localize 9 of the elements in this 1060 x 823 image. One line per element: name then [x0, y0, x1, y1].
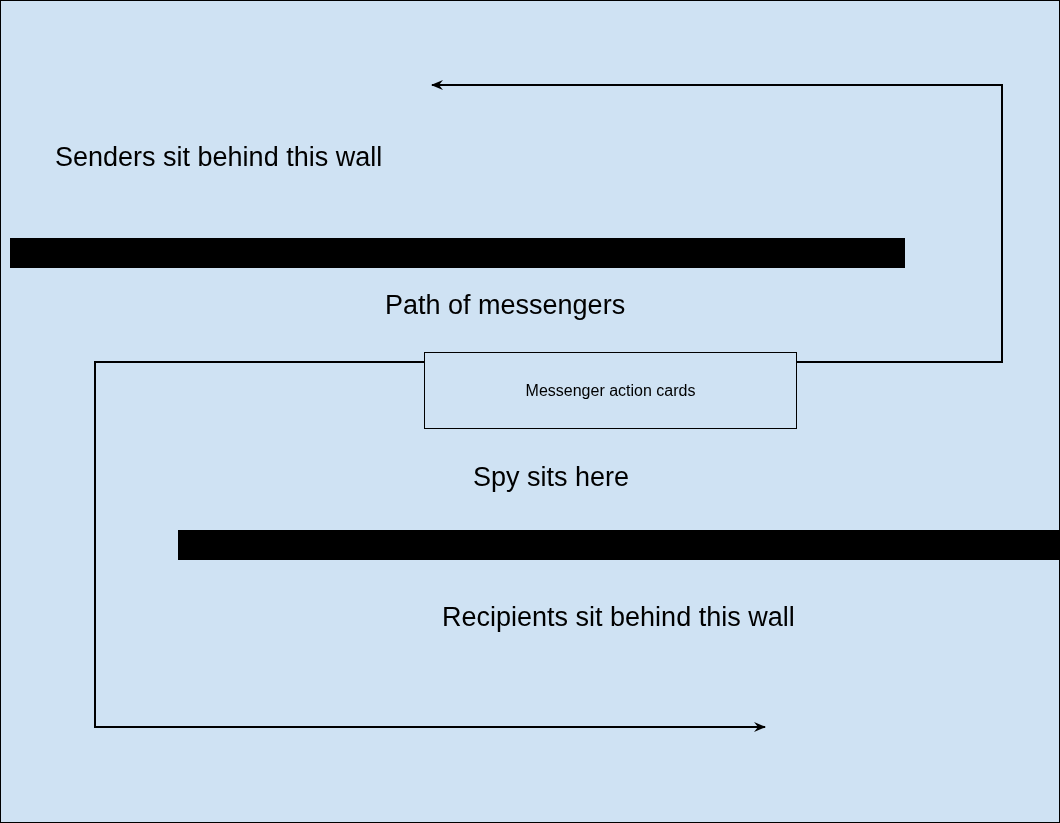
area-label: Recipients sit behind this wall [442, 602, 795, 633]
area-label: Path of messengers [385, 290, 626, 321]
arrow [431, 80, 1003, 363]
card-station-box: Messenger action cards [424, 352, 797, 429]
area-label: Senders sit behind this wall [55, 142, 383, 173]
area-label: Spy sits here [473, 462, 630, 493]
wall-bar [10, 238, 905, 268]
wall-bar [178, 530, 1060, 560]
arrow [94, 361, 766, 732]
